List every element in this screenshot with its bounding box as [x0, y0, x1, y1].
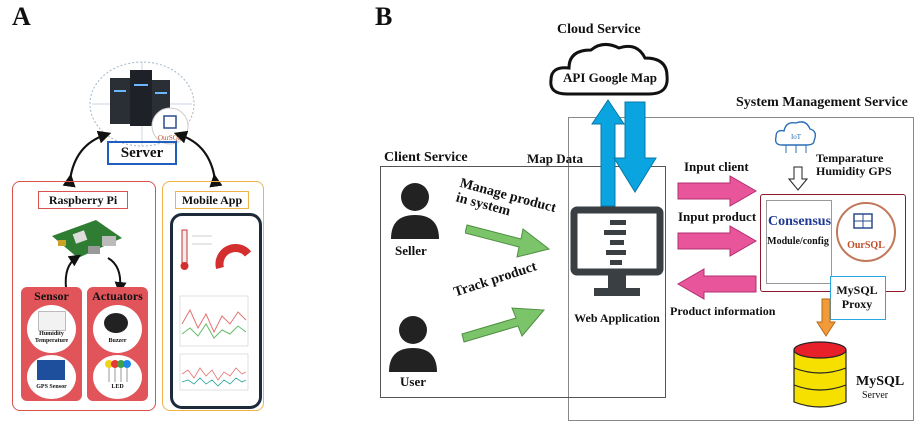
- server-links: [62, 130, 223, 188]
- panel-b-letter: B: [375, 2, 393, 31]
- sensor-down-arrow: [788, 166, 808, 191]
- cloud-icon: [549, 43, 669, 96]
- buzzer-label: Buzzer: [108, 338, 127, 344]
- humidity-chip-icon: [38, 311, 66, 331]
- buzzer-icon: [104, 313, 128, 333]
- mysql-proxy-label: MySQL Proxy: [836, 283, 878, 311]
- oursql-grid-icon: [853, 213, 873, 229]
- raspberry-board-icon: [52, 220, 122, 258]
- module-label: Module/config: [767, 236, 829, 247]
- input-client-label: Input client: [684, 159, 749, 174]
- actuators-title: Actuators: [92, 289, 143, 303]
- oursql-logo-text: OurSQL: [847, 240, 885, 251]
- gps-label: GPS Sensor: [36, 384, 67, 390]
- mysql-label: MySQL: [856, 374, 905, 389]
- client-service-title: Client Service: [384, 150, 468, 165]
- map-data-label: Map Data: [527, 151, 583, 166]
- input-client-arrow: [677, 175, 758, 207]
- web-application-icon: [570, 206, 664, 296]
- input-product-arrow: [677, 225, 758, 257]
- board-sensor-arrows: [64, 254, 127, 292]
- mysql-server-label: Server: [862, 390, 889, 401]
- sms-title: System Management Service: [736, 95, 908, 110]
- input-product-label: Input product: [678, 209, 757, 224]
- humidity-label: Humidity Temperature: [34, 331, 69, 344]
- mobile-title: Mobile App: [175, 191, 249, 209]
- seller-label: Seller: [395, 243, 427, 258]
- gps-chip-icon: [37, 360, 65, 380]
- manage-arrow: [465, 224, 551, 258]
- product-info-arrow: [676, 268, 757, 300]
- cloud-inner-label: API Google Map: [563, 70, 657, 85]
- seller-icon: [391, 183, 439, 239]
- led-label: LED: [111, 384, 124, 390]
- oursql-logo-icon: [836, 202, 896, 262]
- server-logo-text: OurSQL: [158, 134, 182, 142]
- led-icon: [105, 360, 131, 382]
- mysql-database-icon: [793, 341, 847, 408]
- mobile-frame: [162, 181, 264, 411]
- raspberry-frame: [12, 181, 156, 411]
- sensors-label: Temparature Humidity GPS: [816, 151, 892, 178]
- consensus-panel: [766, 200, 832, 284]
- iot-icon: IoT: [774, 121, 817, 153]
- sensor-title: Sensor: [34, 289, 69, 303]
- mysql-proxy-frame: [830, 276, 886, 320]
- map-data-arrows: [591, 99, 657, 207]
- consensus-label: Consensus: [768, 214, 832, 229]
- cloud-title: Cloud Service: [557, 22, 641, 37]
- server-label: Server: [107, 141, 177, 165]
- client-service-frame: [380, 166, 666, 398]
- phone-screen-content: [179, 229, 252, 391]
- user-icon: [389, 316, 437, 372]
- panel-a-letter: A: [12, 2, 31, 31]
- server-icon: OurSQL: [89, 61, 195, 147]
- user-label: User: [400, 374, 426, 389]
- product-info-label: Product information: [670, 304, 776, 318]
- proxy-db-arrow: [816, 298, 836, 337]
- raspberry-title: Raspberry Pi: [38, 191, 128, 209]
- web-application-label: Web Application: [574, 311, 660, 325]
- iot-text: IoT: [791, 133, 802, 141]
- track-arrow: [461, 307, 546, 343]
